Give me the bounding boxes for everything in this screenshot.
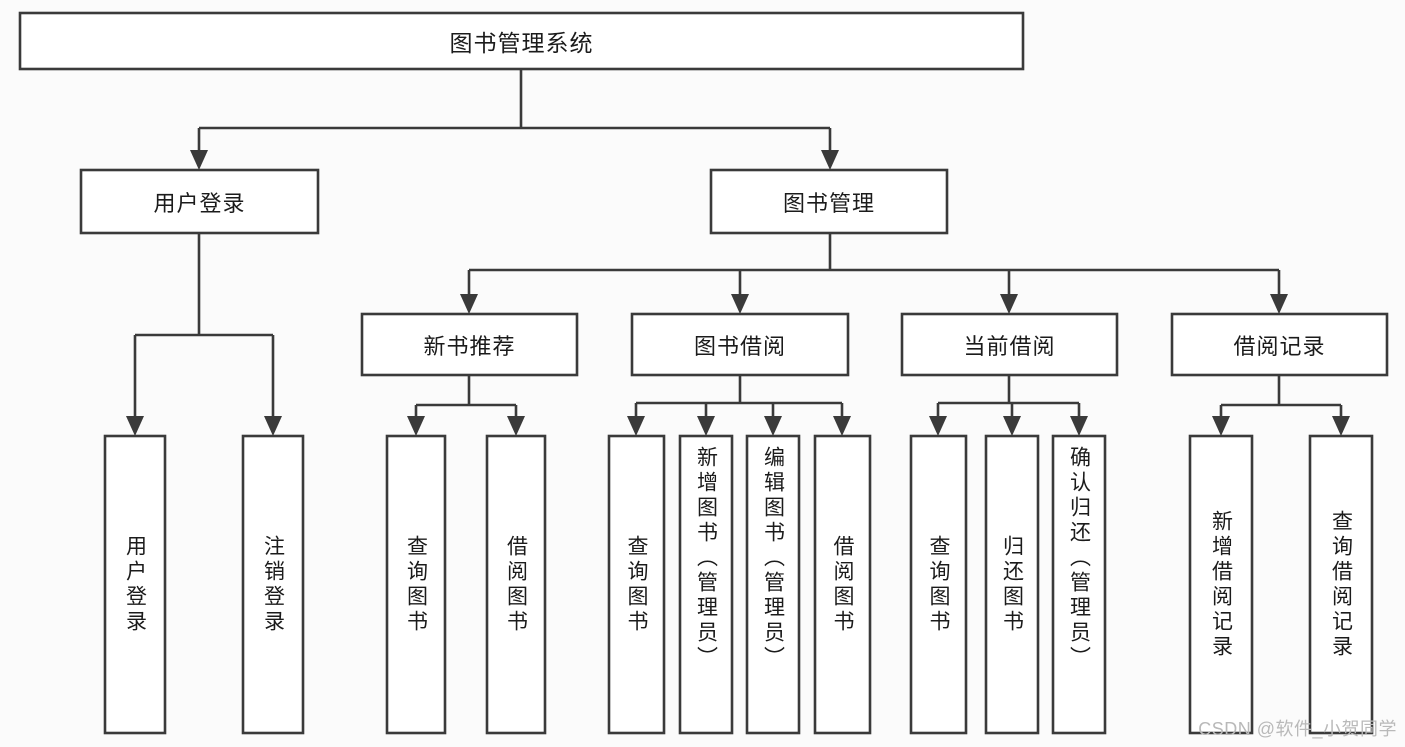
- node-book-manage-box[interactable]: [709, 168, 949, 235]
- arrow-head-leaf-user-logout: [264, 416, 282, 436]
- node-leaf-query-borrow-record-box[interactable]: [1308, 434, 1374, 735]
- node-leaf-return-book-box[interactable]: [984, 434, 1040, 735]
- node-root-box[interactable]: [18, 11, 1025, 71]
- connectors-borrow-record-to-leaves: [1212, 375, 1350, 436]
- arrow-head-leaf-edit-book-admin: [764, 416, 782, 436]
- node-leaf-user-login-box[interactable]: [103, 434, 167, 735]
- arrow-head-leaf-return-book: [1003, 416, 1021, 436]
- node-current-borrow-box[interactable]: [900, 312, 1119, 377]
- node-user-login-box[interactable]: [79, 168, 320, 235]
- arrow-head-leaf-user-login: [126, 416, 144, 436]
- arrow-head-book-manage: [821, 150, 839, 170]
- node-leaf-add-book-admin-box[interactable]: [678, 434, 734, 735]
- node-leaf-query-book-rec-box[interactable]: [385, 434, 447, 735]
- arrow-head-leaf-confirm-return-admin: [1070, 416, 1088, 436]
- arrow-head-borrow-record: [1270, 294, 1288, 314]
- connectors-new-book-rec-to-leaves: [407, 375, 525, 436]
- connectors-current-borrow-to-leaves: [929, 375, 1088, 436]
- arrow-head-new-book-rec: [460, 294, 478, 314]
- arrow-head-leaf-borrow-book: [833, 416, 851, 436]
- arrow-head-leaf-query-book-borrow: [627, 416, 645, 436]
- node-leaf-query-book-borrow-box[interactable]: [607, 434, 666, 735]
- connectors-book-manage-to-level3: [460, 233, 1288, 314]
- arrow-head-leaf-query-book-rec: [407, 416, 425, 436]
- arrow-head-leaf-query-book-cur: [929, 416, 947, 436]
- connectors-book-borrow-to-leaves: [627, 375, 851, 436]
- connectors-root-to-level2: [190, 69, 839, 170]
- node-book-borrow-box[interactable]: [630, 312, 850, 377]
- arrow-head-leaf-borrow-book-rec: [507, 416, 525, 436]
- node-leaf-edit-book-admin-box[interactable]: [745, 434, 801, 735]
- node-leaf-add-borrow-record-box[interactable]: [1188, 434, 1254, 735]
- node-leaf-confirm-return-admin-box[interactable]: [1051, 434, 1107, 735]
- node-leaf-borrow-book-rec-box[interactable]: [485, 434, 547, 735]
- node-new-book-rec-box[interactable]: [360, 312, 579, 377]
- arrow-head-leaf-query-borrow-record: [1332, 416, 1350, 436]
- node-leaf-user-logout-box[interactable]: [241, 434, 305, 735]
- arrow-head-book-borrow: [731, 294, 749, 314]
- arrow-head-leaf-add-borrow-record: [1212, 416, 1230, 436]
- node-leaf-query-book-cur-box[interactable]: [909, 434, 968, 735]
- arrow-head-leaf-add-book-admin: [697, 416, 715, 436]
- connectors-user-login-to-leaves: [126, 233, 282, 436]
- arrow-head-current-borrow: [1000, 294, 1018, 314]
- node-borrow-record-box[interactable]: [1170, 312, 1389, 377]
- arrow-head-user-login: [190, 150, 208, 170]
- node-leaf-borrow-book-box[interactable]: [813, 434, 872, 735]
